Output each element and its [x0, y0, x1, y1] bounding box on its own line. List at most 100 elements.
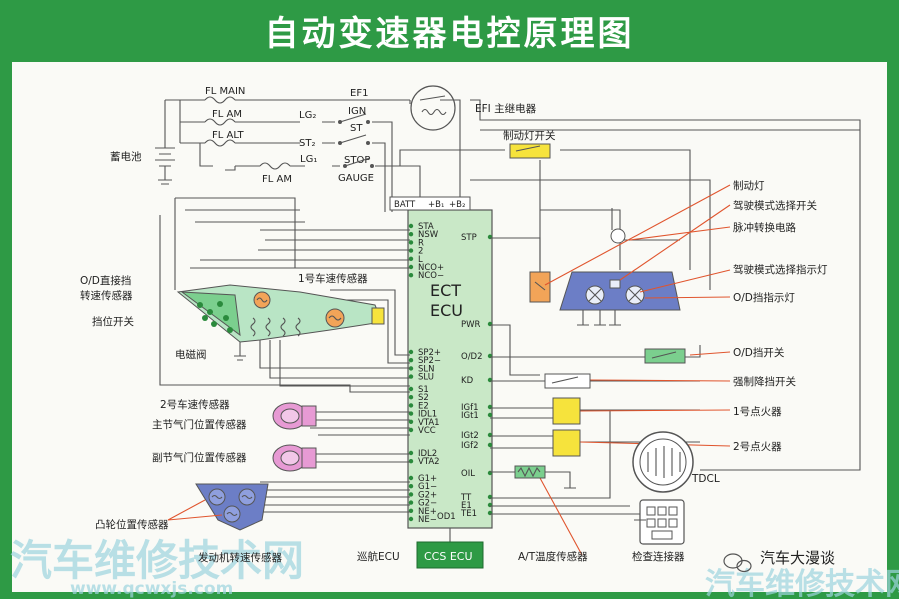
right-leader-lines [539, 184, 731, 556]
ecu-pin-b1: +B₁ [428, 200, 444, 210]
ecu-pin-nco: NCO− [418, 271, 444, 281]
kickdown-switch-label: 强制降挡开关 [733, 375, 796, 388]
check-connector: 检查连接器 [632, 499, 685, 563]
mode-select-module [559, 228, 681, 311]
ecu-pin-sp2: SP2− [418, 356, 441, 366]
fuse-fl-am-1: FL AM [204, 109, 242, 126]
ecu-pin-vta1: VTA1 [418, 418, 440, 428]
ecu-pin-dot [408, 223, 414, 229]
ecu-pin-dot [408, 484, 414, 489]
od-indicator-label: O/D挡指示灯 [733, 291, 795, 304]
gear-selector-switch [180, 291, 241, 337]
ecu-pin-dot [408, 248, 414, 253]
svg-text:EF1: EF1 [350, 88, 368, 99]
transmission-assembly: O/D直接挡 转速传感器 挡位开关 电磁阀 1号车速传感器 [80, 272, 385, 361]
ccs-ecu-label: CCS ECU [424, 550, 473, 563]
ecu-pin-od1: OD1 [437, 512, 456, 522]
mode-indicator-label: 驾驶模式选择指示灯 [733, 263, 828, 276]
ecu-pin-b2: +B₂ [449, 200, 465, 210]
ecu-pin-kd: KD [461, 376, 474, 386]
svg-text:ST: ST [350, 123, 363, 134]
ecu-pin-dot [408, 419, 414, 424]
cam-position-sensor-group: 凸轮位置传感器 发动机转速传感器 [95, 483, 282, 564]
ecu-left-wiring [159, 197, 410, 513]
vss2-label: 2号车速传感器 [160, 398, 230, 411]
ecu-pin-idl1: IDL1 [418, 410, 437, 420]
svg-text:LG₂: LG₂ [299, 110, 316, 121]
ecu-pin-dot [408, 459, 414, 464]
ecu-title-1: ECT [430, 281, 461, 300]
ecu-pin-dot [408, 492, 414, 497]
sub-throttle-label: 副节气门位置传感器 [152, 451, 247, 464]
ecu-pin-vcc: VCC [418, 426, 436, 436]
ecu-pin-s2: S2 [418, 393, 429, 403]
ecu-pin-igf2: IGf2 [461, 441, 479, 451]
ecu-pin-dot [408, 395, 414, 400]
ecu-pin-dot [408, 366, 414, 371]
ecu-pin-nsw: NSW [418, 230, 439, 240]
ecu-pin-ne: NE+ [418, 507, 437, 517]
battery: 蓄电池 [110, 147, 175, 185]
at-temperature-sensor: A/T温度传感器 [514, 465, 588, 563]
ecu-pin-dot [408, 475, 414, 481]
ecu-pin-s1: S1 [418, 385, 429, 395]
ecu-pin-pwr: PWR [461, 320, 481, 330]
ecu-pin-dot [408, 349, 414, 355]
ecu-pin-dot [408, 403, 414, 408]
tdcl-label: TDCL [691, 473, 720, 485]
igniter-2: 2号点火器 [552, 429, 782, 457]
watermark-right-big: 汽车维修技术网 [705, 567, 899, 599]
od-switch-label: O/D挡开关 [733, 346, 785, 359]
tdcl-connector: TDCL [632, 431, 720, 493]
page-title: 自动变速器电控原理图 [264, 14, 635, 54]
igniter2-label: 2号点火器 [733, 441, 782, 453]
brake-switch-label: 制动灯开关 [503, 129, 556, 142]
od-direct-sensor-label-2: 转速传感器 [80, 289, 133, 302]
solenoid-coils [250, 317, 301, 337]
engine-speed-sensor-label: 发动机转速传感器 [198, 551, 282, 564]
ect-ecu: ECT ECU BATT +B₁ +B₂ [389, 196, 493, 529]
watermark-left-big: 汽车维修技术网 [10, 536, 304, 585]
ecu-pin-te1: TE1 [460, 509, 477, 519]
battery-label: 蓄电池 [110, 150, 142, 163]
ignition-switch-group: LG₂ ST₂ LG₁ EF1 IGN ST STOP GAUGE [299, 88, 374, 184]
sub-throttle-sensor: 副节气门位置传感器 [152, 444, 317, 472]
ecu-pin-od2: O/D2 [461, 352, 483, 362]
check-connector-label: 检查连接器 [632, 550, 685, 563]
ecu-pin-sta: STA [418, 222, 434, 232]
main-throttle-label: 主节气门位置传感器 [152, 418, 247, 431]
ecu-pin-sln: SLN [418, 364, 435, 374]
ecu-pin-g2: G2+ [418, 490, 437, 500]
ecu-pin-g2: G2− [418, 499, 437, 509]
fuse-fl-alt: FL ALT [204, 130, 245, 147]
ecu-pin-idl2: IDL2 [418, 449, 437, 459]
svg-text:GAUGE: GAUGE [338, 173, 374, 184]
svg-text:LG₁: LG₁ [300, 154, 317, 165]
ecu-pin-e2: E2 [418, 401, 429, 411]
efi-main-relay: EFI 主继电器 [410, 85, 537, 131]
watermark-left-url: www.qcwxjs.com [70, 579, 233, 599]
ecu-pin-igt1: IGt1 [461, 411, 479, 421]
ecu-pin-dot [408, 516, 414, 522]
efi-relay-label: EFI 主继电器 [475, 102, 537, 115]
igniter1-label: 1号点火器 [733, 406, 782, 418]
fuse-fl-am-2: FL AM [259, 162, 292, 185]
main-throttle-sensor: 主节气门位置传感器 [152, 402, 317, 431]
watermark-right-brand: 汽车大漫谈 [760, 549, 835, 567]
pulse-circuit-label: 脉冲转换电路 [733, 221, 796, 234]
svg-text:STOP: STOP [344, 155, 370, 166]
svg-text:FL MAIN: FL MAIN [205, 86, 245, 97]
ecu-pin-igt2: IGt2 [461, 431, 479, 441]
cam-sensor-label: 凸轮位置传感器 [95, 518, 169, 531]
ecu-pin-nco: NCO+ [418, 263, 444, 273]
fuse-fl-main: FL MAIN [204, 86, 245, 104]
ecu-pin-dot [408, 358, 414, 363]
gear-switch-label: 挡位开关 [92, 315, 134, 328]
svg-text:FL AM: FL AM [262, 174, 292, 185]
at-temp-sensor-label: A/T温度传感器 [518, 550, 588, 563]
ecu-pin-dot [408, 427, 414, 433]
ecu-pin-sp2: SP2+ [418, 348, 441, 358]
ecu-pin-vta2: VTA2 [418, 457, 440, 467]
